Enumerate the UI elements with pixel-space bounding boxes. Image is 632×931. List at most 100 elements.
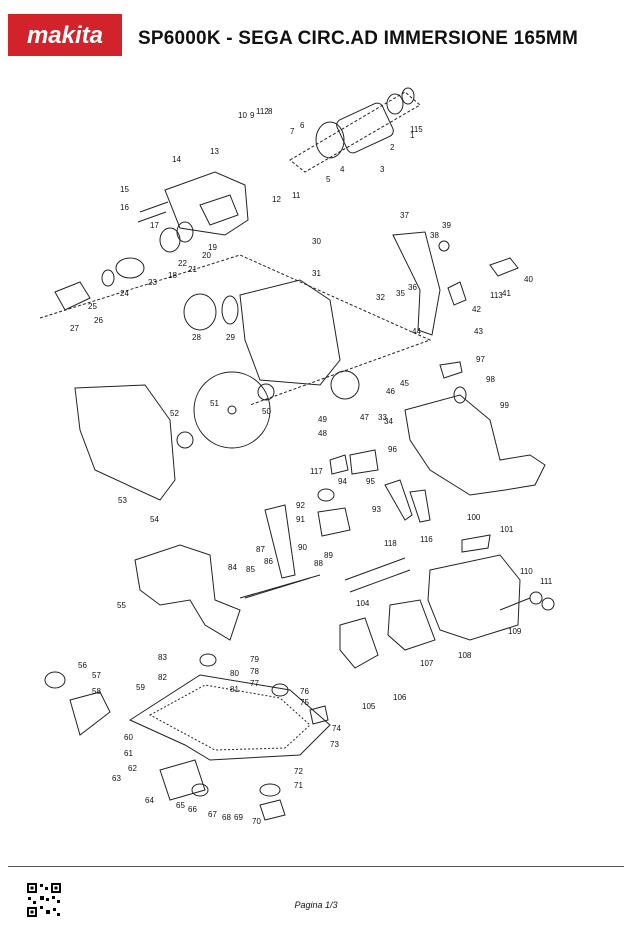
svg-text:109: 109 bbox=[508, 627, 522, 636]
svg-text:46: 46 bbox=[386, 387, 395, 396]
svg-text:55: 55 bbox=[117, 601, 126, 610]
svg-text:31: 31 bbox=[312, 269, 321, 278]
svg-text:73: 73 bbox=[330, 740, 339, 749]
svg-text:53: 53 bbox=[118, 496, 127, 505]
svg-text:48: 48 bbox=[318, 429, 327, 438]
svg-text:71: 71 bbox=[294, 781, 303, 790]
svg-text:106: 106 bbox=[393, 693, 407, 702]
svg-text:90: 90 bbox=[298, 543, 307, 552]
svg-text:91: 91 bbox=[296, 515, 305, 524]
svg-text:113: 113 bbox=[490, 291, 503, 300]
svg-text:110: 110 bbox=[520, 567, 533, 576]
svg-text:115: 115 bbox=[410, 125, 423, 134]
svg-text:75: 75 bbox=[300, 698, 309, 707]
svg-text:1: 1 bbox=[410, 131, 415, 140]
svg-text:96: 96 bbox=[388, 445, 397, 454]
svg-text:87: 87 bbox=[256, 545, 265, 554]
svg-text:72: 72 bbox=[294, 767, 303, 776]
svg-text:89: 89 bbox=[324, 551, 333, 560]
svg-text:38: 38 bbox=[430, 231, 439, 240]
svg-text:49: 49 bbox=[318, 415, 327, 424]
svg-text:7: 7 bbox=[290, 127, 295, 136]
header: makita SP6000K - SEGA CIRC.AD IMMERSIONE… bbox=[0, 0, 632, 76]
svg-text:5: 5 bbox=[326, 175, 331, 184]
svg-text:47: 47 bbox=[360, 413, 369, 422]
svg-text:118: 118 bbox=[384, 539, 397, 548]
svg-text:8: 8 bbox=[268, 107, 273, 116]
svg-text:19: 19 bbox=[208, 243, 217, 252]
svg-text:20: 20 bbox=[202, 251, 211, 260]
svg-text:93: 93 bbox=[372, 505, 381, 514]
svg-text:33: 33 bbox=[378, 413, 387, 422]
svg-text:25: 25 bbox=[88, 302, 97, 311]
brand-text: makita bbox=[27, 22, 103, 49]
svg-text:98: 98 bbox=[486, 375, 495, 384]
svg-text:10: 10 bbox=[238, 111, 247, 120]
svg-text:107: 107 bbox=[420, 659, 434, 668]
svg-text:15: 15 bbox=[120, 185, 129, 194]
makita-logo: makita bbox=[8, 14, 122, 56]
svg-text:68: 68 bbox=[222, 813, 231, 822]
svg-text:43: 43 bbox=[474, 327, 483, 336]
svg-text:58: 58 bbox=[92, 687, 101, 696]
svg-text:69: 69 bbox=[234, 813, 243, 822]
svg-text:44: 44 bbox=[412, 327, 421, 336]
svg-text:100: 100 bbox=[467, 513, 481, 522]
svg-text:67: 67 bbox=[208, 810, 217, 819]
svg-text:64: 64 bbox=[145, 796, 154, 805]
svg-text:45: 45 bbox=[400, 379, 409, 388]
svg-text:39: 39 bbox=[442, 221, 451, 230]
page-number: Pagina 1/3 bbox=[294, 900, 338, 910]
footer-divider bbox=[8, 866, 624, 867]
svg-text:14: 14 bbox=[172, 155, 181, 164]
svg-text:66: 66 bbox=[188, 805, 197, 814]
svg-text:34: 34 bbox=[384, 417, 393, 426]
svg-text:83: 83 bbox=[158, 653, 167, 662]
svg-text:108: 108 bbox=[458, 651, 472, 660]
svg-text:85: 85 bbox=[246, 565, 255, 574]
svg-text:37: 37 bbox=[400, 211, 409, 220]
svg-text:27: 27 bbox=[70, 324, 79, 333]
svg-text:57: 57 bbox=[92, 671, 101, 680]
qr-code-icon bbox=[26, 882, 62, 918]
svg-text:60: 60 bbox=[124, 733, 133, 742]
svg-text:52: 52 bbox=[170, 409, 179, 418]
svg-text:112: 112 bbox=[256, 107, 269, 116]
svg-text:29: 29 bbox=[226, 333, 235, 342]
svg-text:22: 22 bbox=[178, 259, 187, 268]
svg-text:76: 76 bbox=[300, 687, 309, 696]
svg-text:51: 51 bbox=[210, 399, 219, 408]
svg-text:88: 88 bbox=[314, 559, 323, 568]
svg-text:35: 35 bbox=[396, 289, 405, 298]
svg-text:70: 70 bbox=[252, 817, 261, 826]
svg-text:13: 13 bbox=[210, 147, 219, 156]
svg-text:97: 97 bbox=[476, 355, 485, 364]
svg-text:28: 28 bbox=[192, 333, 201, 342]
svg-text:101: 101 bbox=[500, 525, 514, 534]
svg-text:62: 62 bbox=[128, 764, 137, 773]
svg-text:16: 16 bbox=[120, 203, 129, 212]
svg-text:17: 17 bbox=[150, 221, 159, 230]
svg-text:9: 9 bbox=[250, 111, 255, 120]
svg-text:50: 50 bbox=[262, 407, 271, 416]
svg-text:2: 2 bbox=[390, 143, 395, 152]
svg-text:18: 18 bbox=[168, 271, 177, 280]
svg-text:3: 3 bbox=[380, 165, 385, 174]
svg-text:92: 92 bbox=[296, 501, 305, 510]
svg-text:79: 79 bbox=[250, 655, 259, 664]
svg-text:40: 40 bbox=[524, 275, 533, 284]
svg-text:80: 80 bbox=[230, 669, 239, 678]
svg-text:82: 82 bbox=[158, 673, 167, 682]
svg-text:56: 56 bbox=[78, 661, 87, 670]
svg-text:59: 59 bbox=[136, 683, 145, 692]
svg-text:111: 111 bbox=[540, 577, 553, 586]
svg-text:4: 4 bbox=[340, 165, 345, 174]
svg-text:61: 61 bbox=[124, 749, 133, 758]
svg-text:11: 11 bbox=[292, 191, 301, 200]
svg-text:84: 84 bbox=[228, 563, 237, 572]
svg-text:116: 116 bbox=[420, 535, 433, 544]
svg-text:65: 65 bbox=[176, 801, 185, 810]
svg-text:94: 94 bbox=[338, 477, 347, 486]
svg-text:26: 26 bbox=[94, 316, 103, 325]
svg-text:21: 21 bbox=[188, 265, 197, 274]
